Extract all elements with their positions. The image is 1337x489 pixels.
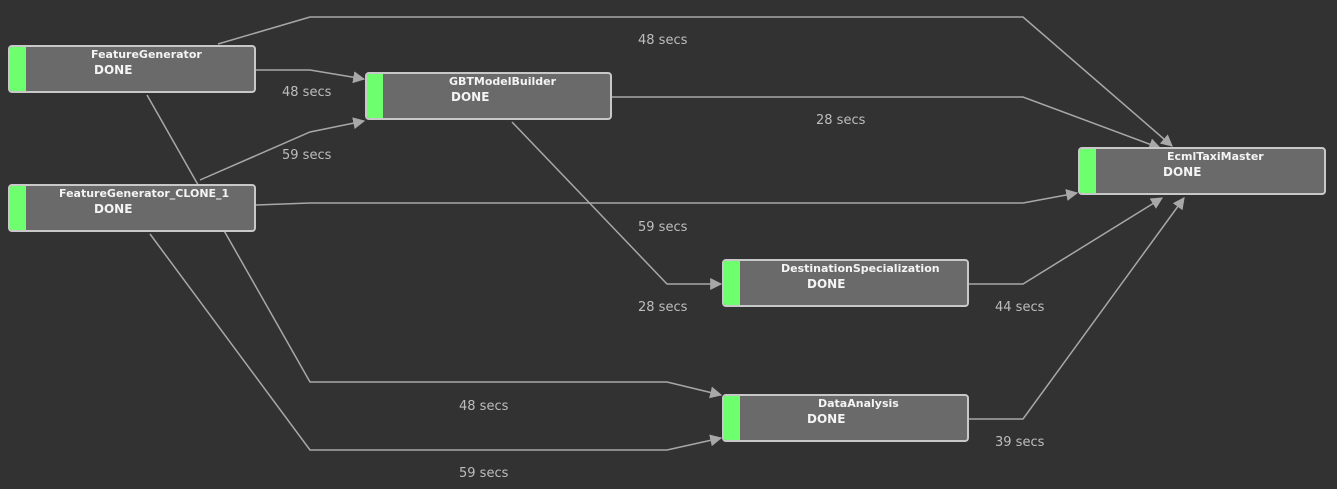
edge-label-fg-to-gbt: 48 secs — [282, 85, 332, 100]
edge-fg-to-data — [146, 94, 723, 399]
node-feature-generator[interactable]: FeatureGenerator DONE — [8, 45, 256, 93]
edge-label-fg-to-data: 48 secs — [459, 399, 509, 414]
edge-label-gbt-to-master: 28 secs — [816, 113, 866, 128]
edge-gbt-to-dest — [511, 121, 723, 290]
edge-label-clone-to-gbt: 59 secs — [282, 148, 332, 163]
node-title: DataAnalysis — [818, 397, 899, 410]
node-title: GBTModelBuilder — [449, 75, 557, 88]
node-data-analysis[interactable]: DataAnalysis DONE — [722, 394, 969, 442]
status-indicator — [724, 261, 740, 305]
edge-label-gbt-to-dest: 28 secs — [638, 300, 688, 315]
node-title: FeatureGenerator — [91, 48, 202, 61]
status-indicator — [10, 47, 26, 91]
edge-label-data-to-master: 39 secs — [995, 435, 1045, 450]
edge-dest-to-master — [969, 197, 1164, 285]
edge-gbt-to-master — [612, 96, 1162, 150]
node-status: DONE — [94, 202, 133, 216]
edge-data-to-master — [969, 197, 1185, 420]
edge-fg-to-master — [217, 16, 1173, 147]
node-title: FeatureGenerator_CLONE_1 — [59, 187, 230, 200]
edge-label-clone-to-master: 59 secs — [638, 220, 688, 235]
edge-clone-to-data — [149, 233, 723, 451]
node-title: EcmlTaxiMaster — [1167, 150, 1264, 163]
edge-label-dest-to-master: 44 secs — [995, 300, 1045, 315]
node-status: DONE — [807, 412, 846, 426]
status-indicator — [367, 74, 383, 118]
node-title: DestinationSpecialization — [781, 262, 940, 275]
node-gbt-model-builder[interactable]: GBTModelBuilder DONE — [365, 72, 612, 120]
edge-label-fg-to-master: 48 secs — [638, 33, 688, 48]
status-indicator — [10, 186, 26, 230]
node-status: DONE — [807, 277, 846, 291]
node-status: DONE — [1163, 165, 1202, 179]
edge-fg-to-gbt — [256, 69, 366, 84]
edge-clone-to-master — [255, 189, 1079, 206]
edge-label-clone-to-data: 59 secs — [459, 466, 509, 481]
node-ecml-taxi-master[interactable]: EcmlTaxiMaster DONE — [1078, 147, 1326, 195]
node-status: DONE — [451, 90, 490, 104]
status-indicator — [1080, 149, 1096, 193]
node-status: DONE — [94, 63, 133, 77]
node-feature-generator-clone-1[interactable]: FeatureGenerator_CLONE_1 DONE — [8, 184, 256, 232]
edge-clone-to-gbt — [199, 117, 366, 181]
node-destination-specialization[interactable]: DestinationSpecialization DONE — [722, 259, 969, 307]
status-indicator — [724, 396, 740, 440]
